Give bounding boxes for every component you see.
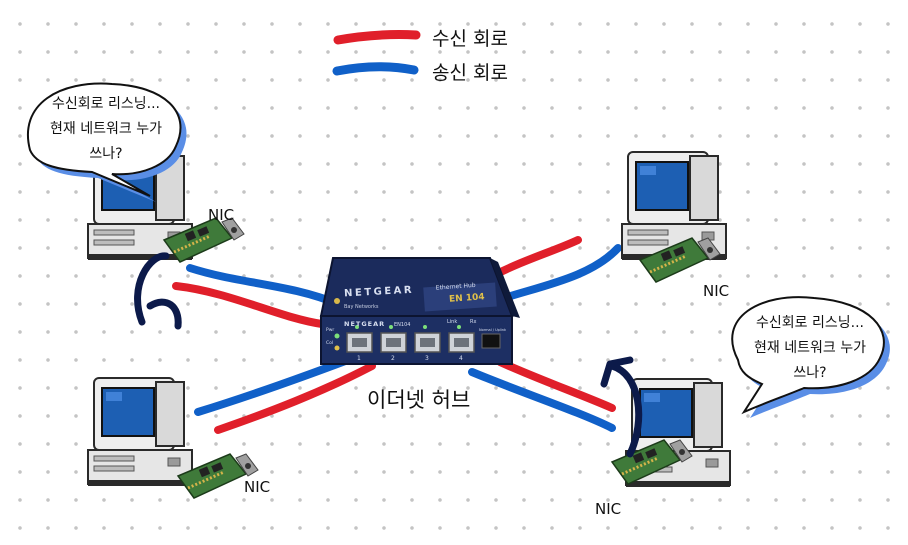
cable-receive-top-left xyxy=(172,282,326,328)
speech-bubble-right xyxy=(731,296,890,418)
bubble-text-left: 수신회로 리스닝... 현재 네트워크 누가 쓰나? xyxy=(22,92,190,167)
hub-port-number-4: 4 xyxy=(459,355,463,362)
bubble-line-1: 수신회로 리스닝... xyxy=(756,315,864,331)
bubble-line-3: 쓰나? xyxy=(89,146,123,162)
hub-front-pwr: Pwr xyxy=(326,327,334,333)
bubble-line-3: 쓰나? xyxy=(793,365,827,381)
hub-front-brand: NETGEAR xyxy=(344,320,385,328)
hub-front-rx: Rx xyxy=(470,319,476,325)
bubble-line-2: 현재 네트워크 누가 xyxy=(754,340,866,356)
cable-send-top-right xyxy=(494,244,622,304)
hub-model-top: Ethernet Hub xyxy=(436,282,476,292)
nic-label-top-left: NIC xyxy=(208,206,235,224)
ethernet-hub: NETGEAR Ethernet Hub EN 104 Bay Networks… xyxy=(319,257,520,365)
hub-label-strip xyxy=(423,282,497,312)
cable-send-bottom-right xyxy=(468,368,616,432)
hub-col-led xyxy=(334,345,340,351)
nic-label-top-right: NIC xyxy=(703,282,730,300)
hub-brand: NETGEAR xyxy=(344,285,414,300)
bubble-text-right: 수신회로 리스닝... 현재 네트워크 누가 쓰나? xyxy=(728,311,892,386)
speech-bubble-left xyxy=(27,82,187,202)
hub-power-led xyxy=(334,333,340,339)
hub-label: 이더넷 허브 xyxy=(367,388,471,412)
legend-receive-label: 수신 회로 xyxy=(432,28,508,50)
legend-send-label: 송신 회로 xyxy=(432,62,508,84)
hub-bay-networks: Bay Networks xyxy=(344,304,379,310)
hub-front-link: Link xyxy=(447,319,457,325)
hub-model-code: EN 104 xyxy=(449,292,485,304)
legend-send-stroke xyxy=(332,62,419,76)
hub-port-number-2: 2 xyxy=(391,355,395,362)
computer-bottom-left xyxy=(87,377,193,487)
cable-receive-bottom-left xyxy=(214,362,376,434)
nic-label-bottom-right: NIC xyxy=(595,500,622,518)
hub-port-number-3: 3 xyxy=(425,355,429,362)
nic-label-bottom-left: NIC xyxy=(244,478,271,496)
hub-uplink-button xyxy=(481,333,501,349)
cable-send-bottom-left xyxy=(194,356,352,416)
listening-arrow-right xyxy=(608,362,643,458)
cable-receive-bottom-right xyxy=(496,358,616,412)
hub-logo-dot xyxy=(334,298,340,304)
legend-receive-stroke xyxy=(333,30,421,45)
listening-arrow-left xyxy=(134,252,170,326)
hub-right-side xyxy=(490,258,520,318)
hub-port-number-1: 1 xyxy=(357,355,361,362)
bubble-line-1: 수신회로 리스닝... xyxy=(52,96,160,112)
hub-front-col: Col xyxy=(326,340,333,346)
hub-front-uplink: Normal / Uplink xyxy=(479,328,507,332)
cable-send-top-left xyxy=(186,264,342,308)
bubble-line-2: 현재 네트워크 누가 xyxy=(50,121,162,137)
hub-front-model: EN104 xyxy=(394,322,410,328)
